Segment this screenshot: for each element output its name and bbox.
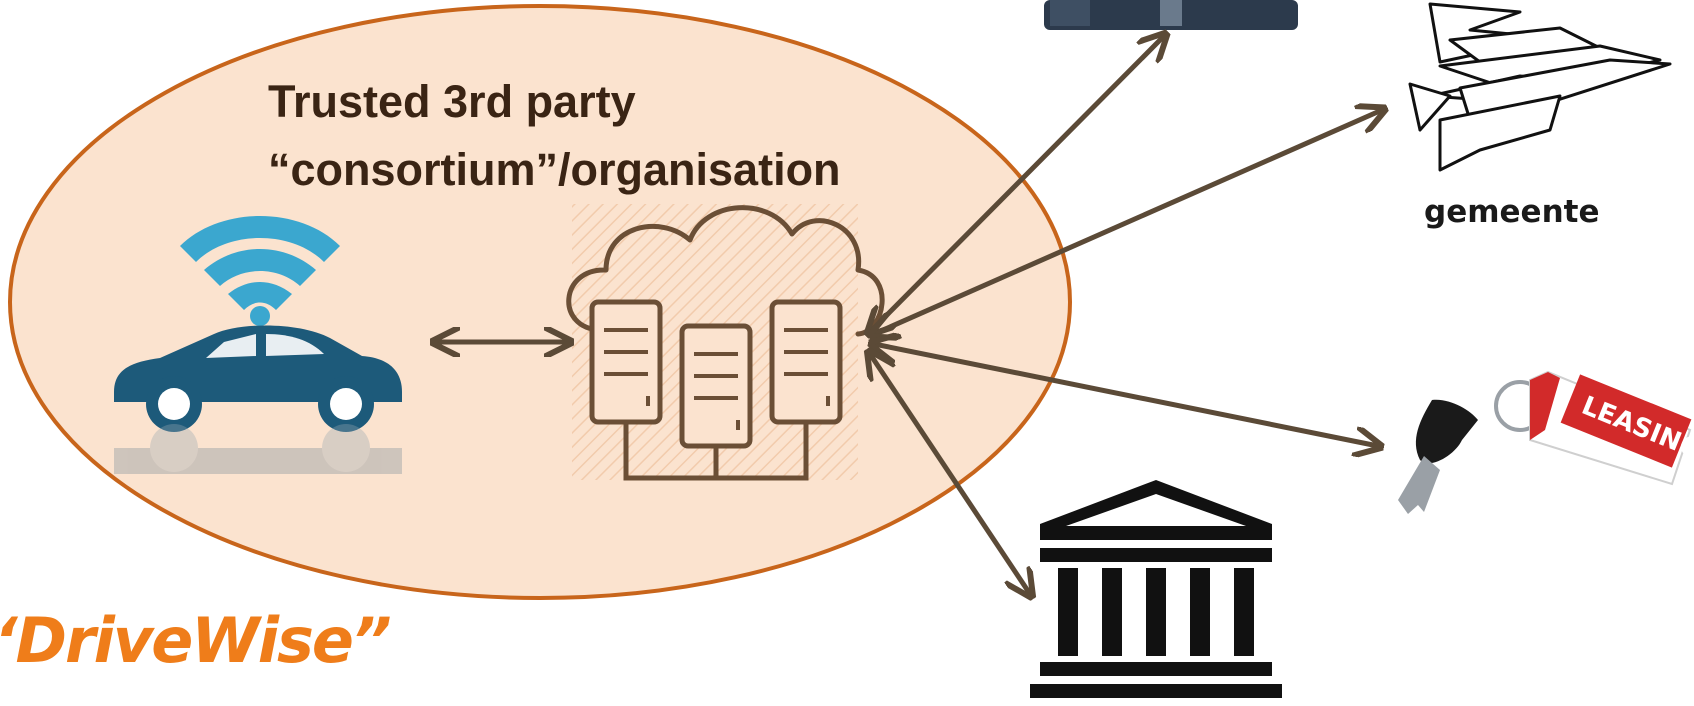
wifi-icon <box>180 216 340 326</box>
arrows <box>436 36 1382 594</box>
arrow-cloud-bank <box>870 354 1030 594</box>
arrow-cloud-gemeente <box>874 110 1382 334</box>
leasing-key-icon: LEASING <box>1398 370 1694 514</box>
photo-thumbnail <box>1044 0 1298 30</box>
cloud-server-icon <box>566 204 885 481</box>
bank-icon <box>1030 480 1282 698</box>
title-line-1: Trusted 3rd party <box>268 76 636 127</box>
gemeente-label: gemeente <box>1424 194 1599 230</box>
gemeente-logo-icon <box>1408 2 1672 172</box>
title-line-2: “consortium”/organisation <box>268 144 841 195</box>
drivewise-brand: ‘DriveWise” <box>0 604 392 677</box>
connected-car-icon <box>114 216 402 474</box>
